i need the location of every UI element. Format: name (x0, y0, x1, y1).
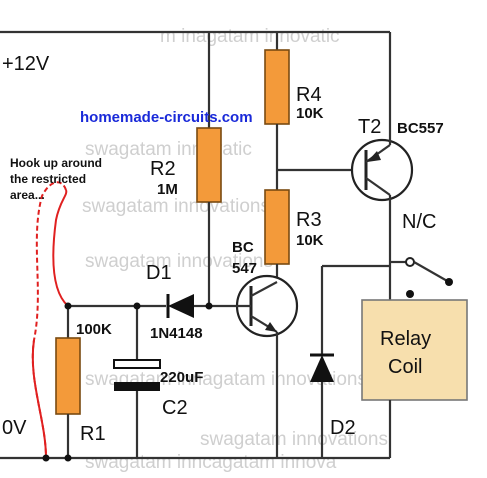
label-r2-name: R2 (150, 158, 176, 180)
relay-contact-nc (390, 257, 453, 298)
resistor-r1 (55, 337, 81, 415)
label-relay-line-1: Relay (380, 328, 431, 350)
hook-loop-upper (52, 189, 69, 307)
label-c2-name: C2 (162, 397, 188, 419)
label-t2-name: T2 (358, 116, 381, 138)
watermark-line: swagatam innovations (200, 429, 388, 450)
capacitor-c2 (113, 359, 161, 391)
label-r3-name: R3 (296, 209, 322, 231)
junction-dot (64, 302, 72, 310)
hook-note-line: the restricted (10, 172, 86, 186)
label-t1-type-2: 547 (232, 260, 257, 277)
label-c2-value: 220uF (160, 369, 203, 386)
watermark: m inagatam innovatic swagatam innovatic … (82, 26, 388, 473)
label-r1-name: R1 (80, 423, 106, 445)
label-r4-value: 10K (296, 105, 324, 122)
label-r1-value: 100K (76, 321, 112, 338)
watermark-line: swagatam innovations (82, 196, 270, 217)
hook-note-line: area... (10, 188, 45, 202)
relay-coil (361, 299, 468, 401)
hook-loop-dashed (31, 181, 67, 459)
label-d1-name: D1 (146, 262, 172, 284)
watermark-line: m inagatam innovatic (160, 26, 340, 47)
label-relay-contact: N/C (402, 211, 436, 233)
transistor-t2 (350, 138, 414, 202)
watermark-line: swagatam inncagatam innova (85, 452, 337, 473)
label-supply-ground: 0V (2, 417, 27, 439)
diode-d2 (310, 353, 334, 382)
junction-dot (205, 302, 213, 310)
label-d1-value: 1N4148 (150, 325, 203, 342)
junction-dot (133, 302, 141, 310)
resistor-r2 (196, 127, 222, 203)
label-d2-name: D2 (330, 417, 356, 439)
watermark-line: swagatam innovations (85, 251, 273, 272)
label-relay-line-2: Coil (388, 356, 422, 378)
label-t1-type-1: BC (232, 239, 254, 256)
resistor-r4 (264, 49, 290, 125)
junction-dot (64, 454, 72, 462)
junction-dot (42, 454, 50, 462)
label-r4-name: R4 (296, 84, 322, 106)
diode-d1 (166, 294, 194, 318)
label-t2-type: BC557 (397, 120, 444, 137)
resistor-r3 (264, 189, 290, 265)
label-website: homemade-circuits.com (80, 109, 253, 126)
hook-loop-lower (31, 339, 47, 459)
hook-note-line: Hook up around (10, 156, 102, 170)
label-supply-positive: +12V (2, 53, 50, 75)
watermark-line: swagatam innovatic (85, 139, 252, 160)
label-r3-value: 10K (296, 232, 324, 249)
label-r2-value: 1M (157, 181, 178, 198)
